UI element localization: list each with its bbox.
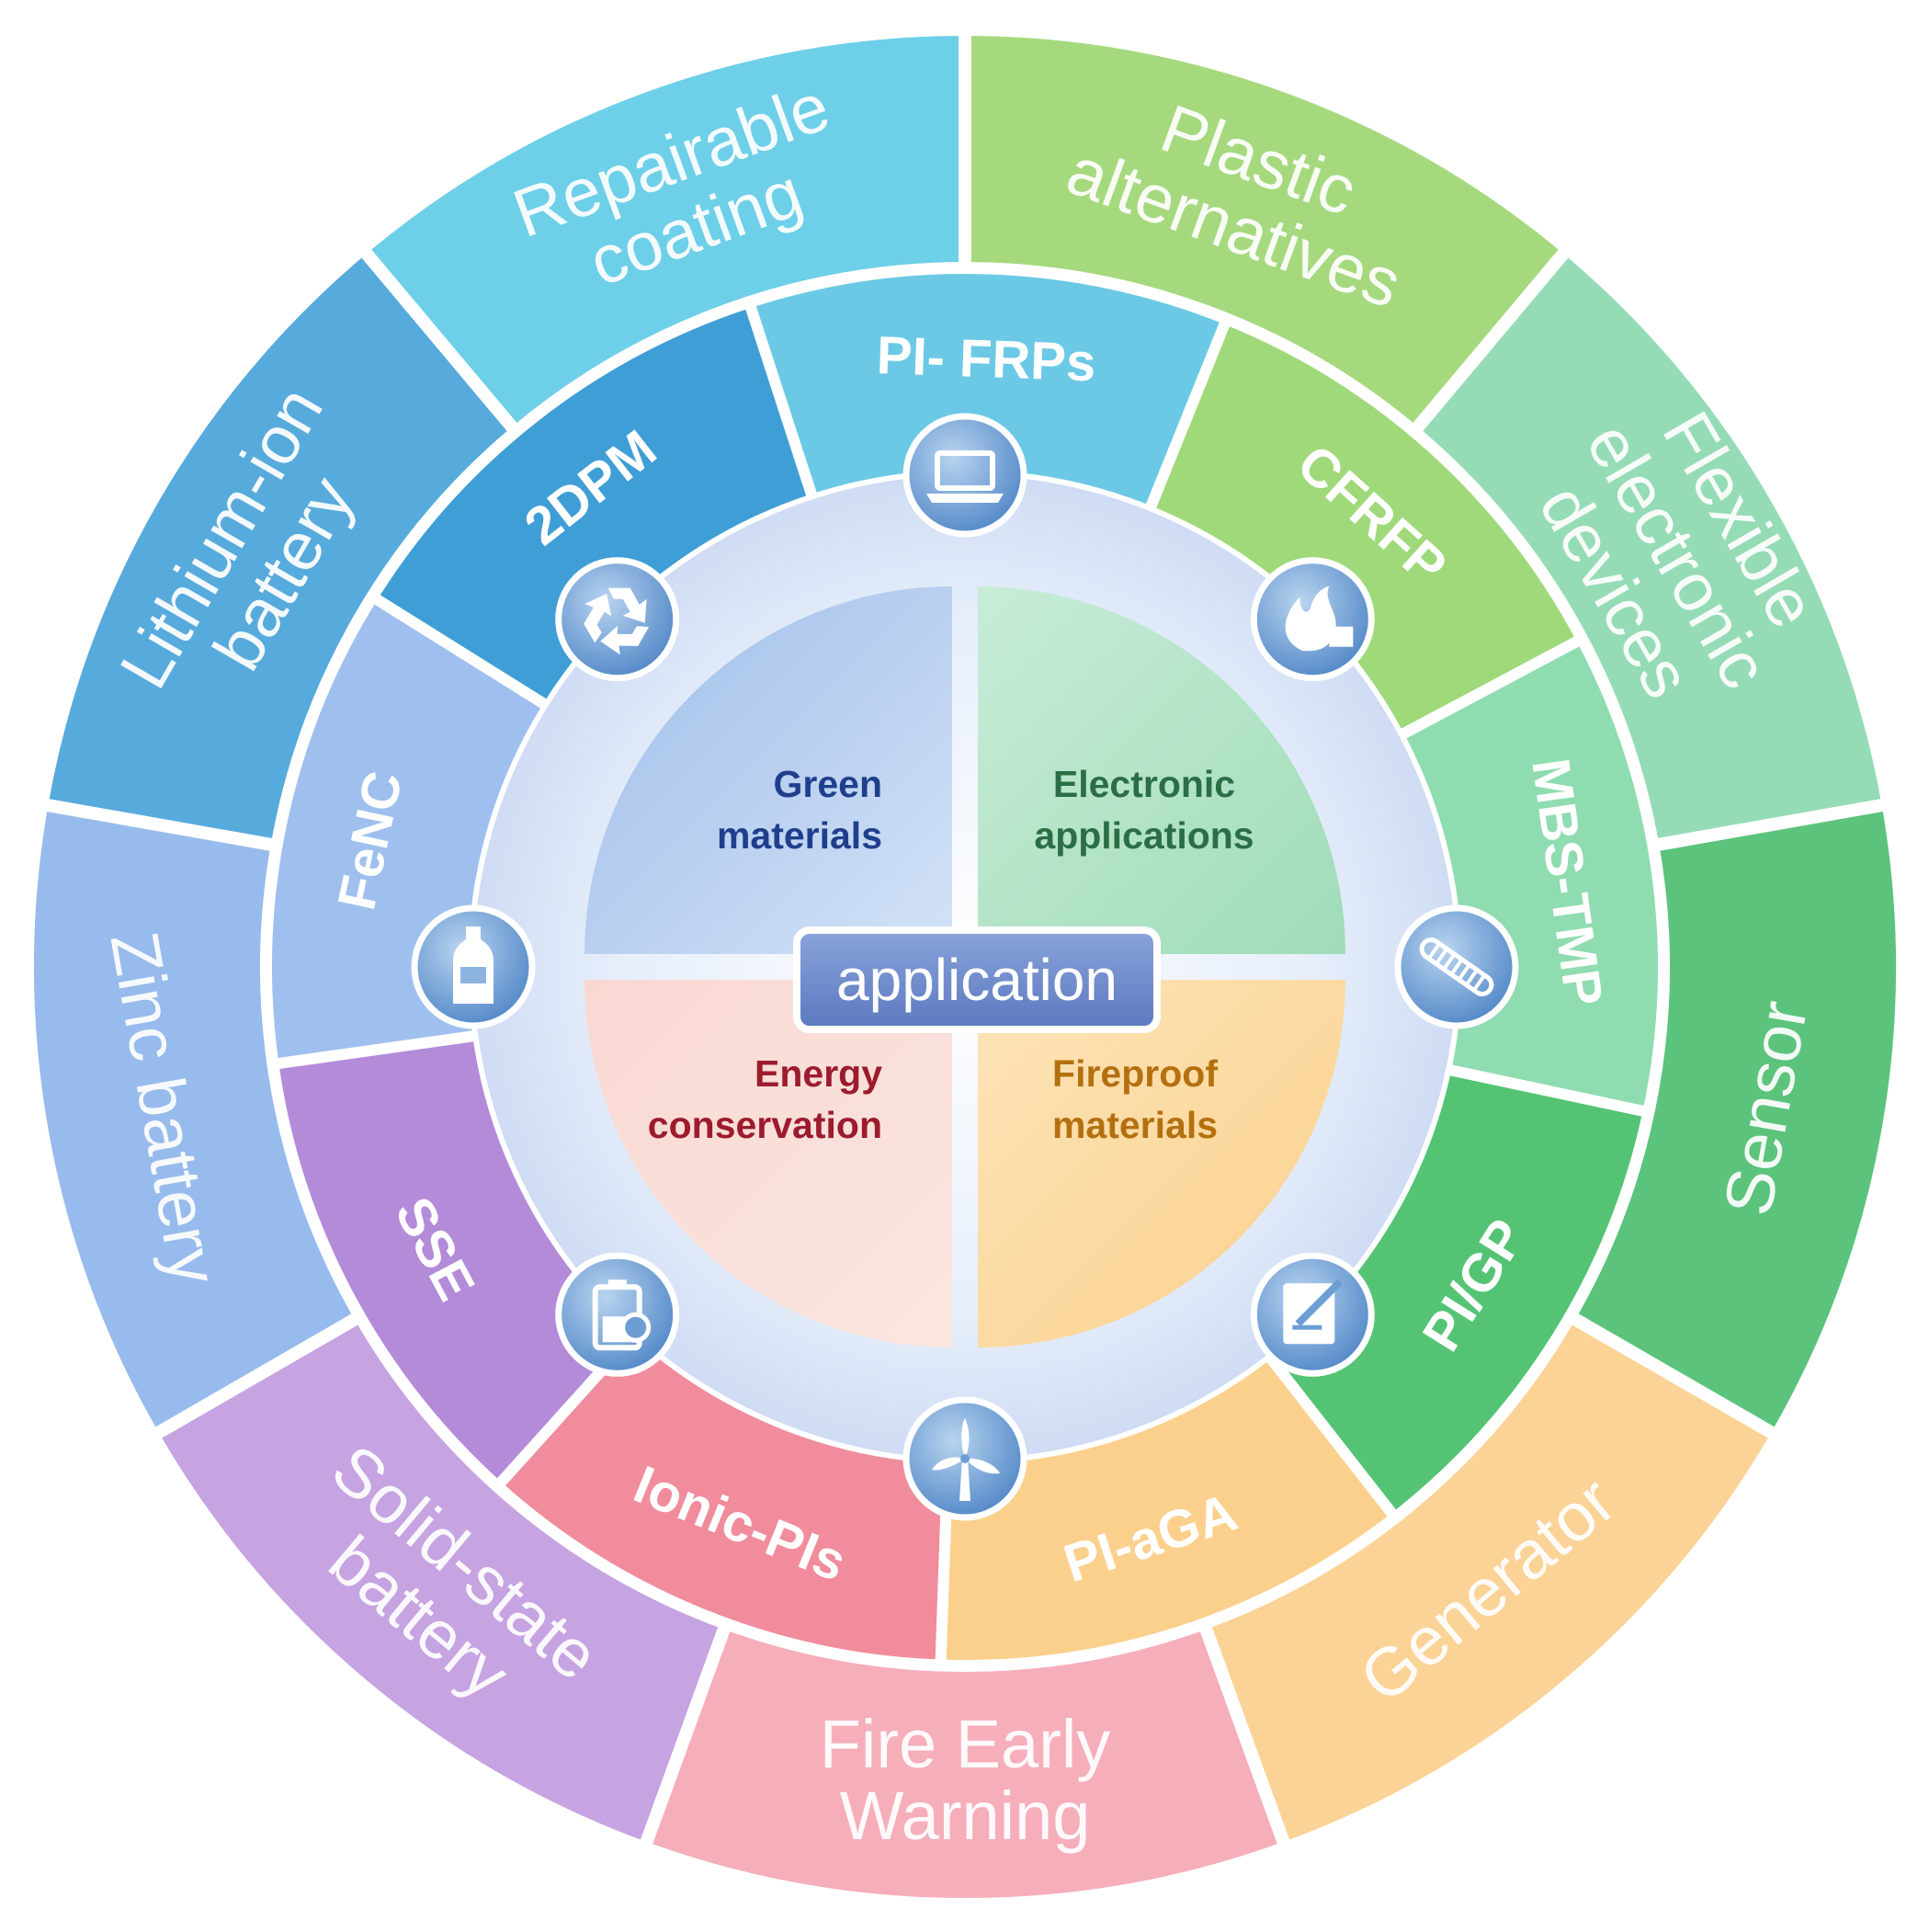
center: application bbox=[793, 926, 1161, 1033]
quadrant-fireproof bbox=[978, 980, 1345, 1347]
fiber-icon bbox=[1394, 904, 1519, 1029]
quadrant-electronic bbox=[978, 586, 1345, 954]
document-pen-icon bbox=[1250, 1252, 1375, 1377]
recycle-icon bbox=[555, 557, 680, 682]
center-label-box bbox=[793, 926, 1161, 1033]
laptop-icon bbox=[902, 413, 1027, 538]
fire-icon bbox=[1250, 557, 1375, 682]
inner-ring: PI- FRPsCFRFPMBS-TMPPI/GPPI-aGAIonic-PIs… bbox=[261, 263, 1669, 1671]
quadrant-energy bbox=[584, 980, 952, 1347]
icon-ring bbox=[411, 413, 1519, 1521]
center-label: application bbox=[836, 947, 1118, 1013]
wind-turbine-icon bbox=[902, 1396, 1027, 1521]
inner-label-pi-frps: PI- FRPs bbox=[876, 325, 1097, 392]
battery-icon bbox=[555, 1252, 680, 1377]
quadrant-green bbox=[584, 586, 952, 954]
bottle-icon bbox=[411, 904, 536, 1029]
